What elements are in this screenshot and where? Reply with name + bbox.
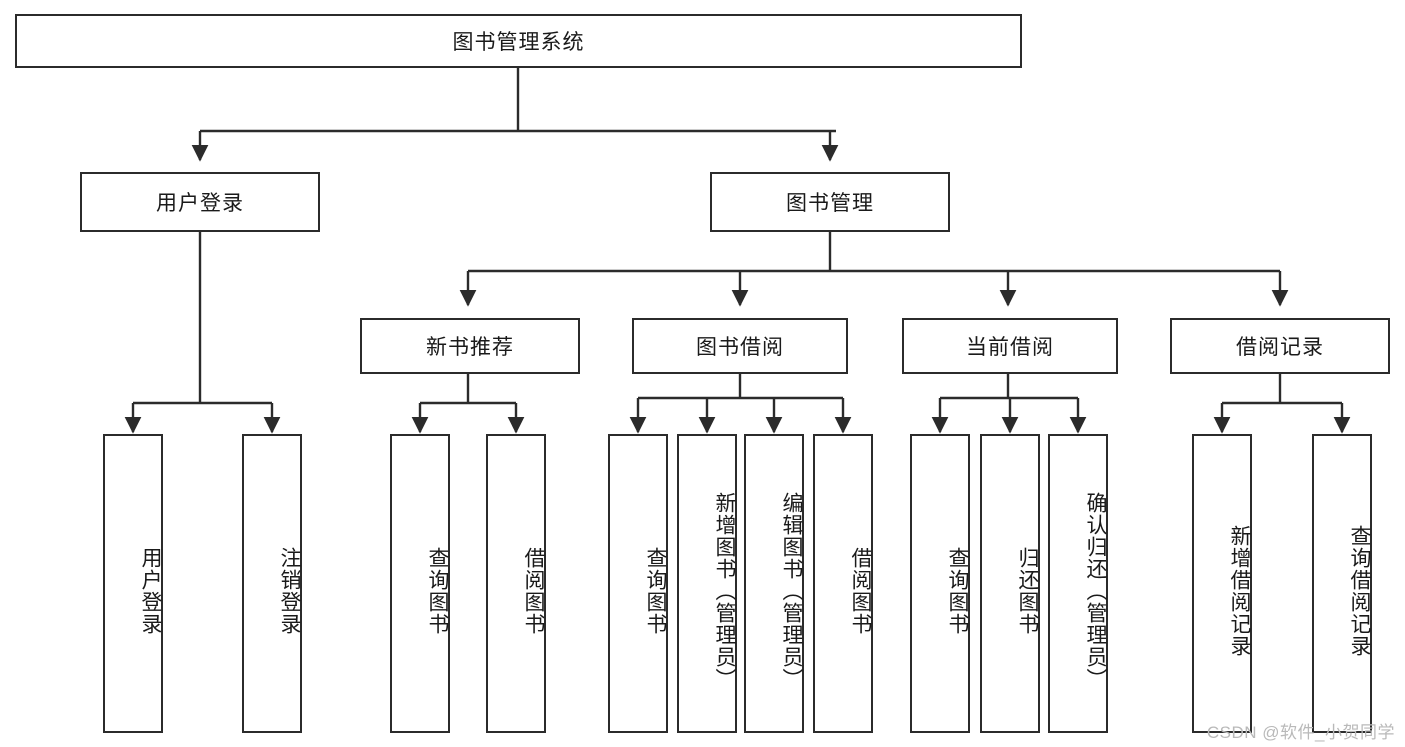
node-leaf-borrow-book-2[interactable]: 借阅图书 [813,434,873,733]
node-leaf-add-book-label: 新增图书（管理员） [713,491,736,690]
node-leaf-query-book-1-label: 查询图书 [426,546,449,635]
node-leaf-return-book-label: 归还图书 [1016,546,1039,635]
node-leaf-query-book-1[interactable]: 查询图书 [390,434,450,733]
node-user-login-label: 用户登录 [156,192,244,215]
node-new-book-recommend-label: 新书推荐 [426,336,514,359]
node-leaf-confirm-return[interactable]: 确认归还（管理员） [1048,434,1108,733]
node-current-borrow-label: 当前借阅 [966,336,1054,359]
node-borrow-record-label: 借阅记录 [1236,336,1324,359]
node-leaf-query-book-3-label: 查询图书 [946,546,969,635]
node-current-borrow[interactable]: 当前借阅 [902,318,1118,374]
node-leaf-query-record[interactable]: 查询借阅记录 [1312,434,1372,733]
node-leaf-user-login[interactable]: 用户登录 [103,434,163,733]
node-leaf-edit-book[interactable]: 编辑图书（管理员） [744,434,804,733]
node-leaf-add-record-label: 新增借阅记录 [1228,524,1251,657]
node-new-book-recommend[interactable]: 新书推荐 [360,318,580,374]
node-leaf-borrow-book-1-label: 借阅图书 [522,546,545,635]
node-leaf-query-record-label: 查询借阅记录 [1348,524,1371,657]
node-leaf-query-book-3[interactable]: 查询图书 [910,434,970,733]
node-root-label: 图书管理系统 [452,31,585,54]
node-leaf-query-book-2-label: 查询图书 [644,546,667,635]
node-leaf-logout-label: 注销登录 [278,546,301,635]
node-borrow-record[interactable]: 借阅记录 [1170,318,1390,374]
node-leaf-return-book[interactable]: 归还图书 [980,434,1040,733]
node-book-management-label: 图书管理 [786,192,874,215]
node-leaf-borrow-book-1[interactable]: 借阅图书 [486,434,546,733]
node-leaf-user-login-label: 用户登录 [139,546,162,635]
node-book-borrow-label: 图书借阅 [696,336,784,359]
node-leaf-query-book-2[interactable]: 查询图书 [608,434,668,733]
node-leaf-add-book[interactable]: 新增图书（管理员） [677,434,737,733]
node-leaf-confirm-return-label: 确认归还（管理员） [1084,491,1107,690]
node-root[interactable]: 图书管理系统 [15,14,1022,68]
node-book-borrow[interactable]: 图书借阅 [632,318,848,374]
node-leaf-edit-book-label: 编辑图书（管理员） [780,491,803,690]
node-user-login[interactable]: 用户登录 [80,172,320,232]
node-leaf-borrow-book-2-label: 借阅图书 [849,546,872,635]
node-leaf-add-record[interactable]: 新增借阅记录 [1192,434,1252,733]
node-leaf-logout[interactable]: 注销登录 [242,434,302,733]
node-book-management[interactable]: 图书管理 [710,172,950,232]
